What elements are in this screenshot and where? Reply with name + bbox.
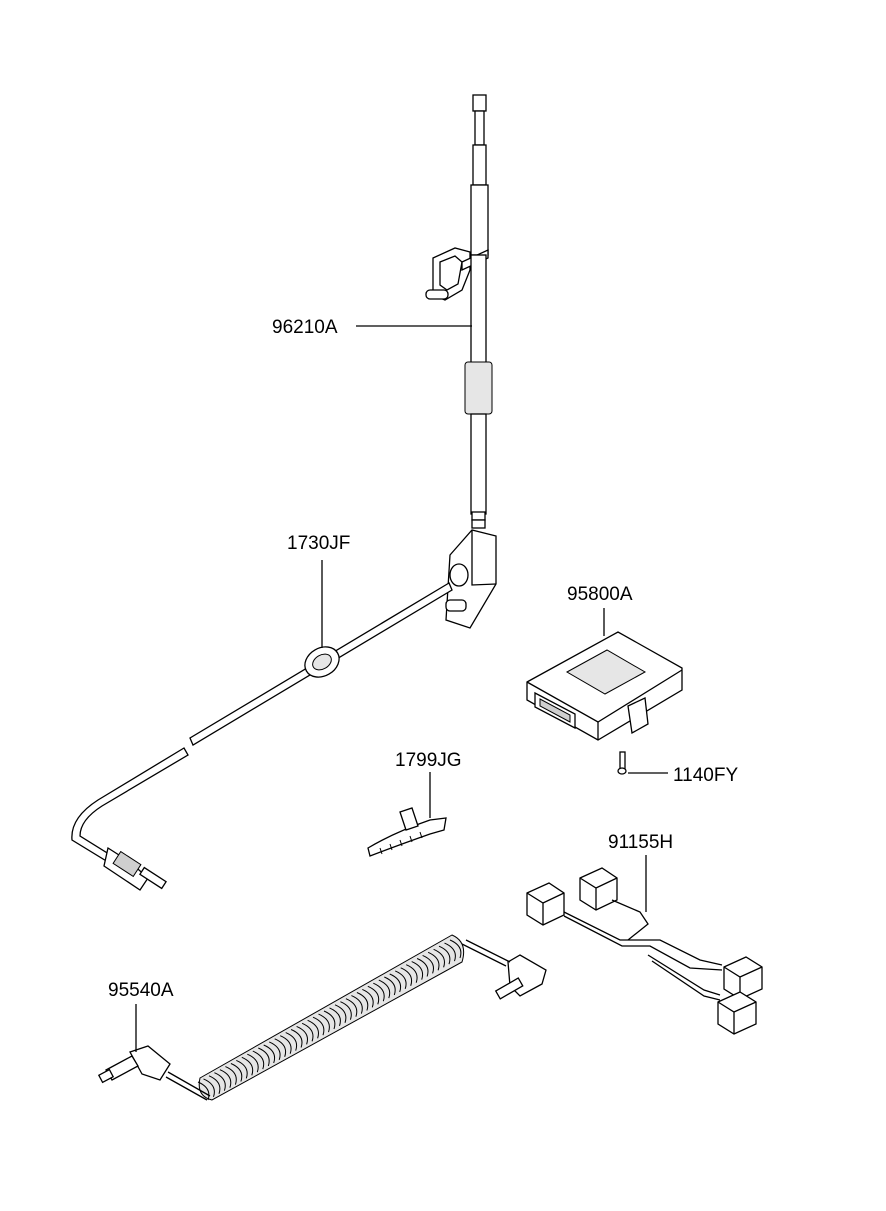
label-1730JF: 1730JF <box>287 533 350 554</box>
label-95800A: 95800A <box>567 584 633 605</box>
antenna-mast-icon <box>425 94 497 629</box>
leader-lines <box>135 325 668 1052</box>
wiring-harness-icon <box>526 867 763 1035</box>
label-95540A: 95540A <box>108 980 174 1001</box>
label-1140FY: 1140FY <box>673 765 738 786</box>
grommet-icon <box>304 646 340 678</box>
coiled-cable-icon <box>97 934 547 1101</box>
label-96210A: 96210A <box>272 317 338 338</box>
label-91155H: 91155H <box>608 832 673 853</box>
label-1799JG: 1799JG <box>395 750 462 771</box>
control-module-icon <box>526 631 683 741</box>
screw-icon <box>617 751 627 775</box>
cable-tie-icon <box>367 807 447 857</box>
